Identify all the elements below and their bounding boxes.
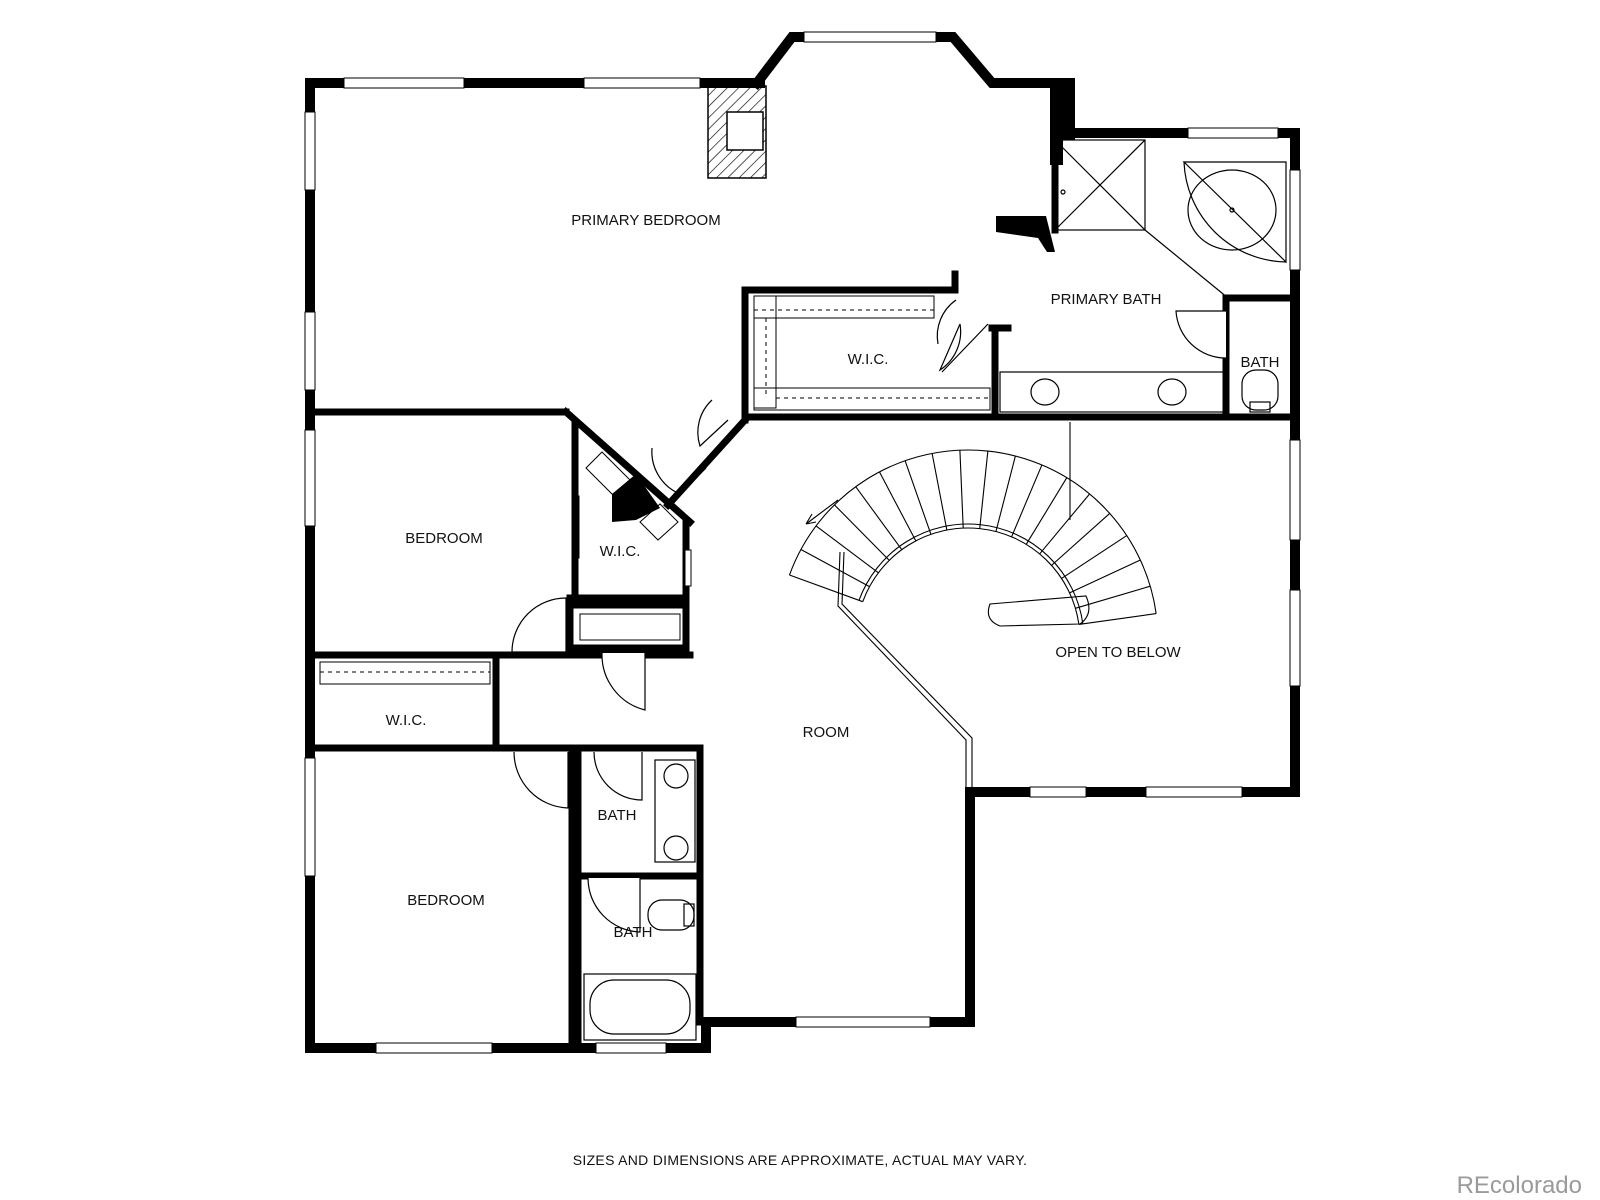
stair-tread (979, 450, 989, 529)
label-bath-lower: BATH (614, 924, 653, 941)
lower-bath-fixtures (583, 759, 697, 1041)
stair-tread (1078, 613, 1157, 625)
label-wic-primary: W.I.C. (848, 351, 889, 368)
windows (304, 31, 1301, 1054)
label-bath-middle: BATH (598, 807, 637, 824)
stair-tread (959, 450, 964, 529)
label-bath-primary-wc: BATH (1241, 354, 1280, 371)
room-labels: PRIMARY BEDROOM PRIMARY BATH W.I.C. BATH… (386, 212, 1280, 941)
label-primary-bath: PRIMARY BATH (1051, 291, 1162, 308)
stair-tread (800, 549, 870, 588)
stair-tread (1061, 535, 1128, 579)
stair-direction-arrow (805, 499, 839, 525)
stair-tread (815, 525, 879, 574)
fireplace (707, 85, 767, 179)
stair-tread (1051, 513, 1111, 566)
label-primary-bedroom: PRIMARY BEDROOM (571, 212, 720, 229)
label-bedroom-upper: BEDROOM (405, 530, 483, 547)
stair-arc (858, 523, 1084, 624)
interior-walls (306, 136, 1299, 1052)
stair-landing (987, 595, 1090, 627)
stair-tread (855, 486, 903, 550)
closet-shelves (319, 295, 991, 685)
disclaimer-text: SIZES AND DIMENSIONS ARE APPROXIMATE, AC… (572, 1152, 1028, 1168)
spiral-staircase (788, 449, 1157, 627)
stair-tread (1039, 493, 1090, 555)
stair-tread (995, 455, 1016, 532)
stair-tread (931, 453, 948, 531)
door-swings (511, 299, 1227, 933)
stair-tread (1011, 464, 1043, 538)
stair-tread (789, 574, 863, 603)
stair-tread (878, 471, 917, 542)
stair-tread (1075, 585, 1151, 609)
watermark-logo: REcolorado (1456, 1172, 1582, 1199)
label-wic-lower: W.I.C. (386, 712, 427, 729)
stair-arc (788, 449, 1157, 614)
stair-tread (834, 504, 890, 561)
open-to-below-railing (837, 422, 1071, 792)
stair-tread (1069, 559, 1141, 594)
wall-corner-block (612, 474, 660, 522)
stair-tread (904, 460, 932, 535)
primary-bath-fixtures (999, 139, 1287, 413)
label-bedroom-lower: BEDROOM (407, 892, 485, 909)
stair-arc (862, 527, 1080, 625)
label-open-to-below: OPEN TO BELOW (1055, 644, 1181, 661)
wall-pier (996, 78, 1075, 252)
label-wic-middle: W.I.C. (600, 543, 641, 560)
label-room: ROOM (803, 724, 850, 741)
stair-tread (1025, 477, 1068, 545)
